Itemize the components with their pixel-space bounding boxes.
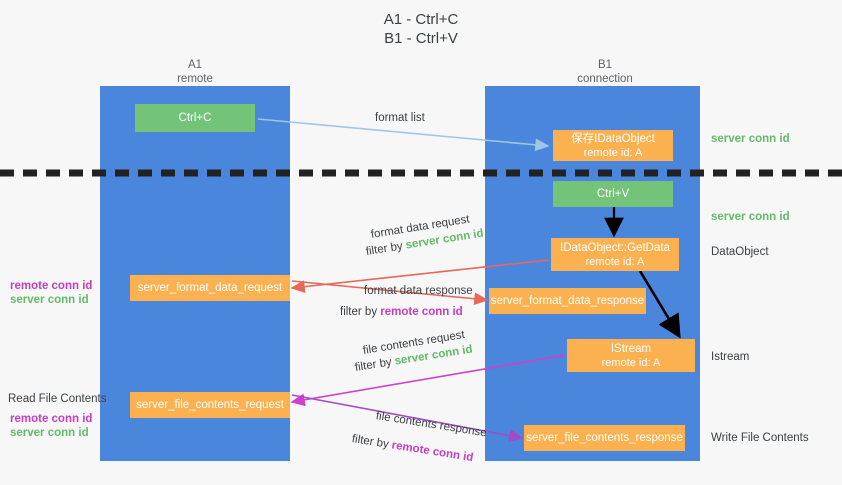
box-server-file-contents-response[interactable]: server_file_contents_response [524, 425, 685, 451]
lane-header-a1: A1 remote [120, 58, 270, 86]
annotation-right-server-conn-id-top: server conn id [711, 133, 790, 145]
lane-a1-name: A1 [187, 59, 203, 71]
box-server-format-data-response[interactable]: server_format_data_response [489, 288, 646, 314]
box-ctrl-v-label: Ctrl+V [596, 188, 630, 200]
lane-b1-subtitle: connection [577, 73, 633, 85]
box-getdata-line1: IDataObject::GetData [560, 241, 670, 254]
box-ctrl-c-label: Ctrl+C [178, 112, 212, 124]
filter-prefix: filter by [351, 433, 393, 452]
box-server-file-contents-response-label: server_file_contents_response [526, 432, 683, 444]
box-save-idataobject-line2: remote id: A [583, 146, 643, 159]
annotation-left-server-conn-id-2: server conn id [10, 427, 89, 439]
annotation-right-istream: Istream [711, 351, 750, 363]
annotation-left-read-file-contents: Read File Contents [8, 393, 107, 405]
filter-prefix: filter by [354, 355, 396, 374]
annotation-right-server-conn-id-mid: server conn id [711, 211, 790, 223]
lane-a1-subtitle: remote [177, 73, 213, 85]
filter-value-remote-conn-id: remote conn id [380, 306, 463, 318]
annotation-left-remote-conn-id-2: remote conn id [10, 413, 93, 425]
box-server-format-data-response-label: server_format_data_response [490, 295, 645, 307]
edge-label-file-contents-response: file contents response [375, 410, 488, 440]
box-server-format-data-request[interactable]: server_format_data_request [130, 275, 290, 301]
annotation-right-write-file-contents: Write File Contents [711, 432, 809, 444]
box-istream[interactable]: IStream remote id: A [567, 339, 695, 372]
box-save-idataobject-line1: 保存IDataObject [571, 132, 655, 145]
edge-label-format-data-response: format data response [364, 285, 473, 297]
diagram-title-line-2: B1 - Ctrl+V [384, 30, 458, 47]
filter-prefix: filter by [340, 306, 381, 318]
box-istream-line1: IStream [610, 342, 652, 355]
box-server-file-contents-request[interactable]: server_file_contents_request [130, 392, 290, 418]
filter-prefix: filter by [365, 239, 407, 258]
annotation-left-remote-conn-id-1: remote conn id [10, 280, 93, 292]
box-ctrl-v[interactable]: Ctrl+V [553, 181, 673, 207]
box-getdata-line2: remote id: A [585, 255, 645, 268]
box-istream-line2: remote id: A [601, 356, 661, 369]
diagram-title-line-1: A1 - Ctrl+C [383, 11, 459, 28]
edge-label-file-contents-response-filter: filter by remote conn id [351, 432, 474, 465]
edge-label-format-list: format list [375, 112, 425, 124]
box-server-format-data-request-label: server_format_data_request [137, 282, 283, 294]
annotation-left-server-conn-id-1: server conn id [10, 294, 89, 306]
filter-value-remote-conn-id: remote conn id [390, 439, 475, 465]
box-server-file-contents-request-label: server_file_contents_request [136, 399, 284, 411]
lane-header-b1: B1 connection [530, 58, 680, 86]
annotation-right-dataobject: DataObject [711, 246, 769, 258]
box-ctrl-c[interactable]: Ctrl+C [135, 104, 255, 132]
box-idataobject-getdata[interactable]: IDataObject::GetData remote id: A [551, 238, 679, 271]
edge-label-format-data-response-filter: filter by remote conn id [340, 305, 463, 319]
box-save-idataobject[interactable]: 保存IDataObject remote id: A [553, 130, 673, 161]
lane-b1-name: B1 [597, 59, 613, 71]
